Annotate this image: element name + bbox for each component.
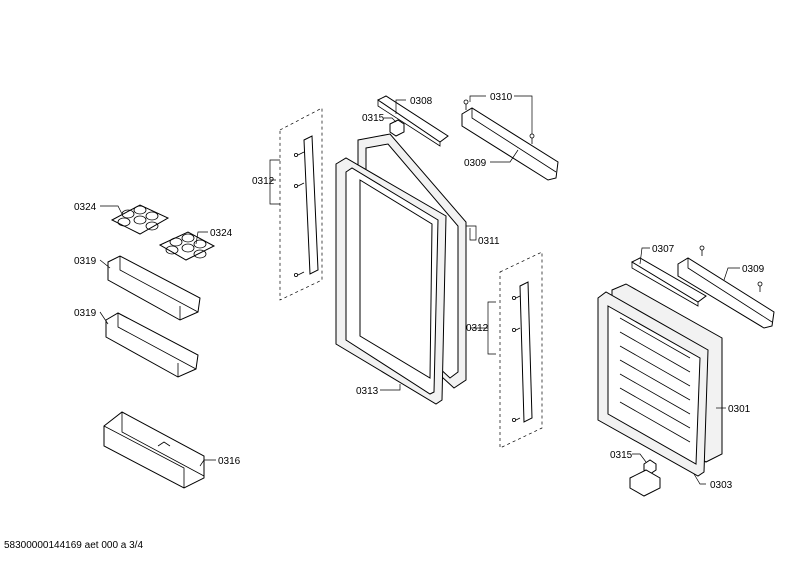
hinge-cover-0308[interactable] [377, 95, 449, 147]
label-0315-top: 0315 [362, 113, 385, 124]
door-shelf-0319-b[interactable] [105, 312, 199, 378]
bottle-shelf-0316[interactable] [103, 411, 205, 489]
label-0312-left: 0312 [252, 176, 275, 187]
hinge-cap-0315-top[interactable] [389, 119, 405, 137]
label-0324-a: 0324 [74, 202, 97, 213]
hinge-bracket-0309-top[interactable] [461, 107, 559, 181]
leader-lines [99, 95, 740, 485]
label-0324-b: 0324 [210, 228, 233, 239]
egg-tray-0324-b[interactable] [158, 231, 216, 261]
label-0311: 0311 [478, 236, 500, 247]
egg-tray-0324-a[interactable] [110, 204, 170, 235]
label-0309-top: 0309 [464, 158, 487, 169]
label-0308: 0308 [410, 96, 433, 107]
label-0312-middle: 0312 [466, 323, 489, 334]
label-0315-bottom: 0315 [610, 450, 633, 461]
label-0319-b: 0319 [74, 308, 97, 319]
freezer-gasket-0303[interactable] [597, 291, 709, 477]
label-0319-a: 0319 [74, 256, 97, 267]
label-0307: 0307 [652, 244, 675, 255]
hinge-strip-0312-middle[interactable] [512, 281, 533, 423]
door-gasket-0313[interactable] [335, 157, 447, 405]
label-0313: 0313 [356, 386, 379, 397]
freezer-hinge-cover-0307[interactable] [630, 257, 707, 307]
door-shelf-0319-a[interactable] [107, 255, 201, 321]
document-id: 58300000144169 aet 000 a 3/4 [4, 540, 144, 551]
hinge-strip-0312-left[interactable] [293, 135, 319, 277]
label-0309-right: 0309 [742, 264, 765, 275]
freezer-hinge-cap-0315[interactable] [629, 459, 661, 497]
freezer-hinge-bracket-0309[interactable] [677, 245, 775, 329]
label-0303: 0303 [710, 480, 733, 491]
label-0316: 0316 [218, 456, 241, 467]
label-0301: 0301 [728, 404, 751, 415]
label-0310: 0310 [490, 92, 513, 103]
